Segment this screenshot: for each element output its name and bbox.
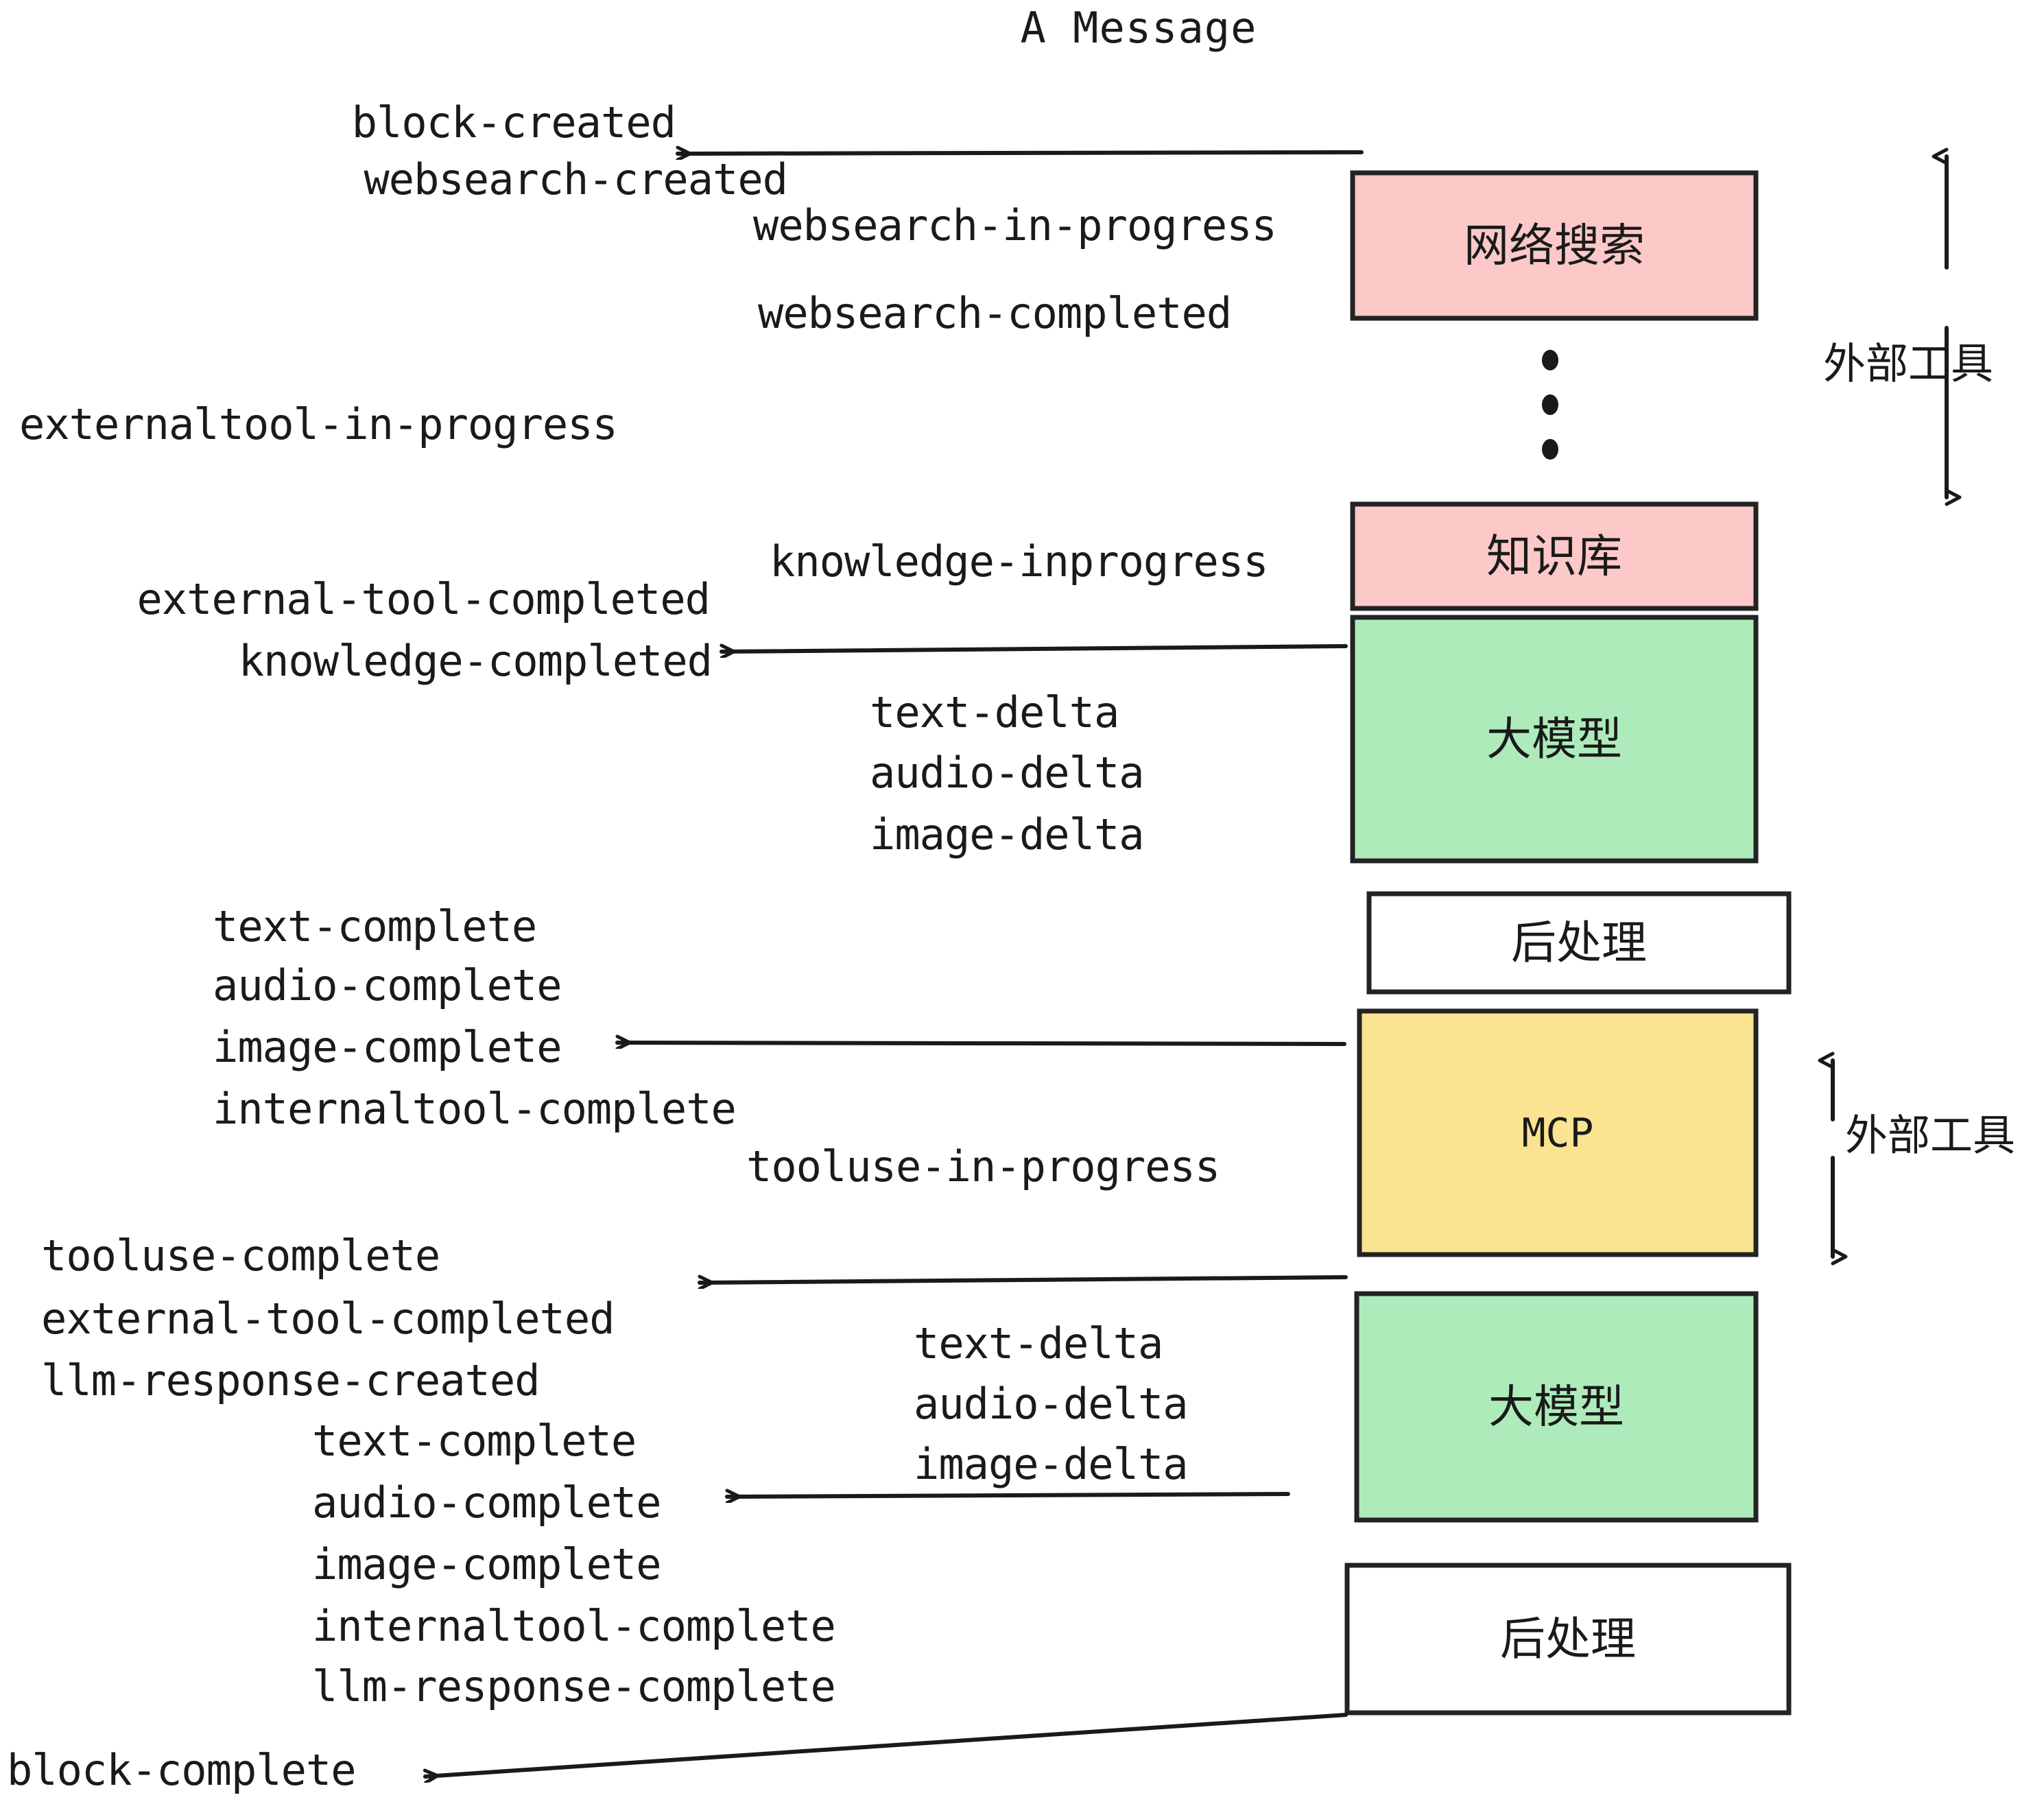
- event-label-externaltool-in-progress: externaltool-in-progress: [19, 399, 617, 449]
- event-label-internaltool-complete-1: internaltool-complete: [213, 1084, 736, 1134]
- event-label-text-delta-1: text-delta: [870, 687, 1119, 737]
- event-label-knowledge-inprogress: knowledge-inprogress: [770, 536, 1268, 586]
- flow-block-complete: [425, 1713, 1348, 1777]
- node-box-post-1: [1366, 891, 1792, 995]
- event-label-block-created: block-created: [352, 97, 676, 147]
- event-label-image-complete-2: image-complete: [312, 1539, 661, 1589]
- node-post-1: 后处理: [1366, 891, 1792, 995]
- ellipsis-dots: [1542, 350, 1558, 460]
- node-knowledge: 知识库: [1350, 501, 1759, 611]
- event-label-text-delta-2: text-delta: [914, 1318, 1163, 1368]
- node-label-knowledge: 知识库: [1486, 530, 1622, 583]
- event-label-external-tool-completed-1: external-tool-completed: [136, 574, 710, 624]
- node-label-llm-2: 大模型: [1488, 1381, 1624, 1434]
- event-label-audio-complete-1: audio-complete: [213, 960, 562, 1010]
- ellipsis-dot-1: [1542, 350, 1558, 370]
- event-label-block-complete: block-complete: [7, 1745, 356, 1795]
- ellipsis-dot-2: [1542, 394, 1558, 415]
- node-label-post-2: 后处理: [1500, 1613, 1636, 1665]
- flow-image-complete: [615, 1043, 1346, 1044]
- scope-arrows: [1833, 156, 1947, 1257]
- event-label-websearch-created: websearch-created: [364, 154, 787, 204]
- event-label-text-complete-1: text-complete: [213, 901, 536, 951]
- event-label-websearch-completed: websearch-completed: [758, 288, 1231, 338]
- node-llm-2: 大模型: [1354, 1291, 1759, 1523]
- flow-knowledge-done: [720, 646, 1348, 652]
- event-label-tooluse-in-progress: tooluse-in-progress: [746, 1141, 1220, 1191]
- node-box-llm-1: [1350, 615, 1759, 864]
- event-label-llm-response-complete: llm-response-complete: [312, 1661, 835, 1711]
- node-post-2: 后处理: [1344, 1563, 1792, 1716]
- event-label-audio-complete-2: audio-complete: [312, 1477, 661, 1528]
- event-label-knowledge-completed: knowledge-completed: [239, 636, 712, 686]
- node-mcp: MCP: [1357, 1008, 1759, 1257]
- flow-arrows: [425, 152, 1364, 1777]
- page-title: A Message: [1021, 3, 1257, 53]
- event-label-internaltool-complete-2: internaltool-complete: [312, 1601, 835, 1651]
- event-label-image-delta-2: image-delta: [914, 1439, 1188, 1489]
- event-label-image-complete-1: image-complete: [213, 1022, 562, 1072]
- flow-block-created: [676, 152, 1364, 154]
- node-label-websearch: 网络搜索: [1464, 219, 1645, 272]
- node-label-llm-1: 大模型: [1486, 713, 1622, 765]
- node-box-websearch: [1350, 170, 1759, 321]
- ellipsis-dot-3: [1542, 439, 1558, 460]
- event-label-text-complete-2: text-complete: [312, 1416, 636, 1466]
- node-label-mcp: MCP: [1522, 1110, 1594, 1156]
- node-llm-1: 大模型: [1350, 615, 1759, 864]
- scope-label-external-tool-bottom: 外部工具: [1845, 1111, 2015, 1161]
- event-label-audio-delta-2: audio-delta: [914, 1379, 1188, 1429]
- node-box-knowledge: [1350, 501, 1759, 611]
- node-box-post-2: [1344, 1563, 1792, 1716]
- node-box-mcp: [1357, 1008, 1759, 1257]
- event-label-external-tool-completed-2: external-tool-completed: [41, 1294, 615, 1344]
- event-label-image-delta-1: image-delta: [870, 809, 1144, 859]
- node-websearch: 网络搜索: [1350, 170, 1759, 321]
- event-label-audio-delta-1: audio-delta: [870, 748, 1144, 798]
- event-label-tooluse-complete: tooluse-complete: [41, 1231, 440, 1281]
- event-labels: block-createdwebsearch-createdwebsearch-…: [7, 97, 1277, 1795]
- flow-tooluse-done: [698, 1277, 1348, 1283]
- node-label-post-1: 后处理: [1511, 916, 1647, 969]
- flow-audio-complete: [725, 1494, 1290, 1497]
- event-label-websearch-in-progress: websearch-in-progress: [753, 200, 1276, 250]
- event-label-llm-response-created: llm-response-created: [41, 1355, 540, 1405]
- scope-label-external-tool-top: 外部工具: [1823, 339, 1993, 389]
- node-box-llm-2: [1354, 1291, 1759, 1523]
